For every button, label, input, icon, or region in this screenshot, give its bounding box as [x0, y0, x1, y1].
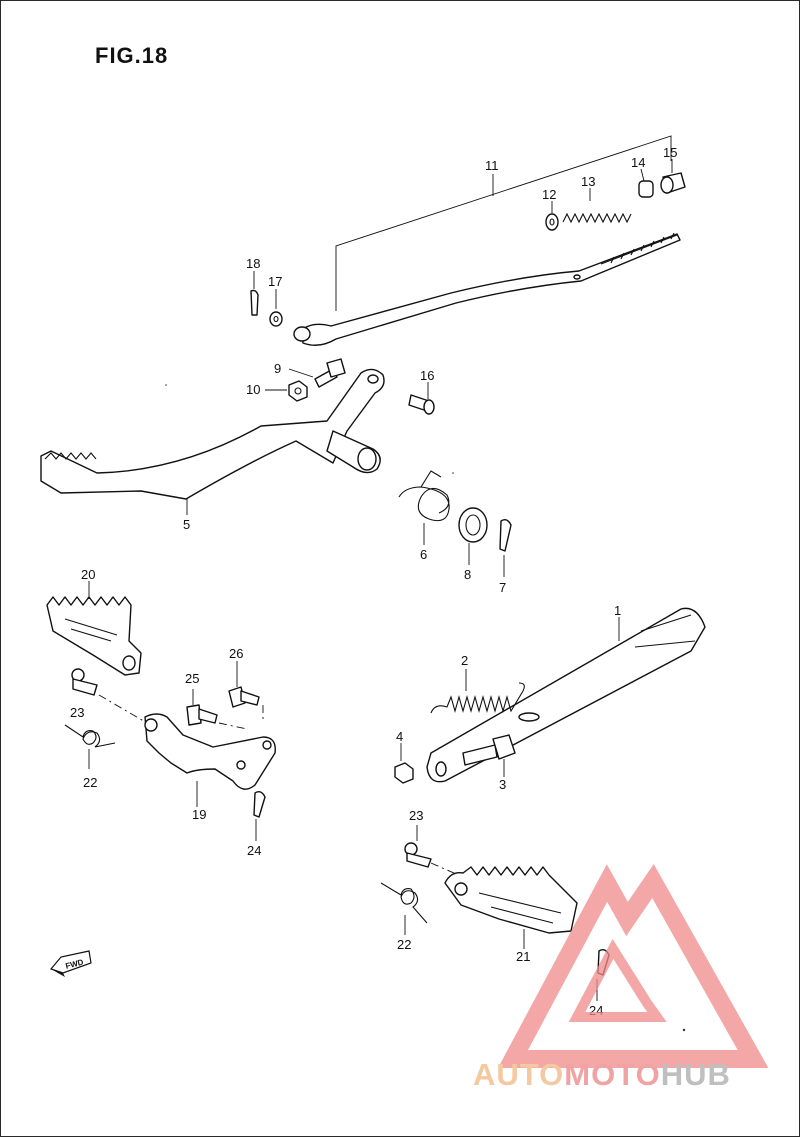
callout-17: 17: [268, 274, 282, 289]
callout-9: 9: [274, 361, 281, 376]
watermark-moto: MOTO: [564, 1057, 661, 1092]
stand-bolt: [462, 734, 516, 777]
callout-13: 13: [581, 174, 595, 189]
callout-16: 16: [420, 368, 434, 383]
cotter-pin-right: [596, 948, 610, 1001]
callout-3: 3: [499, 777, 506, 792]
cotter-pin-and-washer: [250, 271, 283, 327]
callout-18: 18: [246, 256, 260, 271]
callout-22-left: 22: [83, 775, 97, 790]
footrest-pin-right: [404, 825, 464, 878]
brake-rod-assembly: [293, 135, 686, 346]
callout-22-right: 22: [397, 937, 411, 952]
callout-6: 6: [420, 547, 427, 562]
return-spring: [398, 470, 450, 545]
stand-nut: [394, 743, 414, 784]
callout-11: 11: [485, 158, 499, 173]
cotter-pin-7: [499, 518, 512, 577]
callout-23-right: 23: [409, 808, 423, 823]
watermark-text: AUTOMOTOHUB: [473, 1057, 731, 1093]
fwd-label: FWD: [65, 958, 85, 971]
callout-19: 19: [192, 807, 206, 822]
callout-1: 1: [614, 603, 621, 618]
fwd-arrow-icon: FWD: [49, 950, 92, 977]
footrest-bracket: [144, 713, 276, 807]
callout-7: 7: [499, 580, 506, 595]
stand-spring: [430, 669, 525, 714]
callout-20: 20: [81, 567, 95, 582]
callout-5: 5: [183, 517, 190, 532]
callout-10: 10: [246, 382, 260, 397]
clevis-pin: [408, 382, 435, 415]
brake-pedal: [40, 368, 385, 515]
callout-24-left: 24: [247, 843, 261, 858]
cotter-pin-left: [253, 790, 266, 841]
callout-2: 2: [461, 653, 468, 668]
callout-8: 8: [464, 567, 471, 582]
watermark-auto: AUTO: [473, 1057, 565, 1092]
spacer-washer: [458, 507, 488, 565]
footrest-spring-left: [64, 724, 116, 769]
callout-15: 15: [663, 145, 677, 160]
watermark-hub: HUB: [660, 1057, 731, 1092]
callout-25: 25: [185, 671, 199, 686]
bracket-bolts: [186, 661, 264, 730]
footrest-right: [444, 866, 578, 949]
pivot-bolt-nut: [265, 358, 346, 402]
figure-title: FIG.18: [95, 43, 169, 68]
callout-14: 14: [631, 155, 645, 170]
callout-26: 26: [229, 646, 243, 661]
footrest-left: [46, 581, 142, 676]
callout-12: 12: [542, 187, 556, 202]
callout-24-right: 24: [589, 1003, 603, 1018]
footrest-spring-right: [380, 882, 428, 935]
footrest-pin-left: [71, 668, 148, 724]
callout-23-left: 23: [70, 705, 84, 720]
callout-21: 21: [516, 949, 530, 964]
callout-4: 4: [396, 729, 403, 744]
